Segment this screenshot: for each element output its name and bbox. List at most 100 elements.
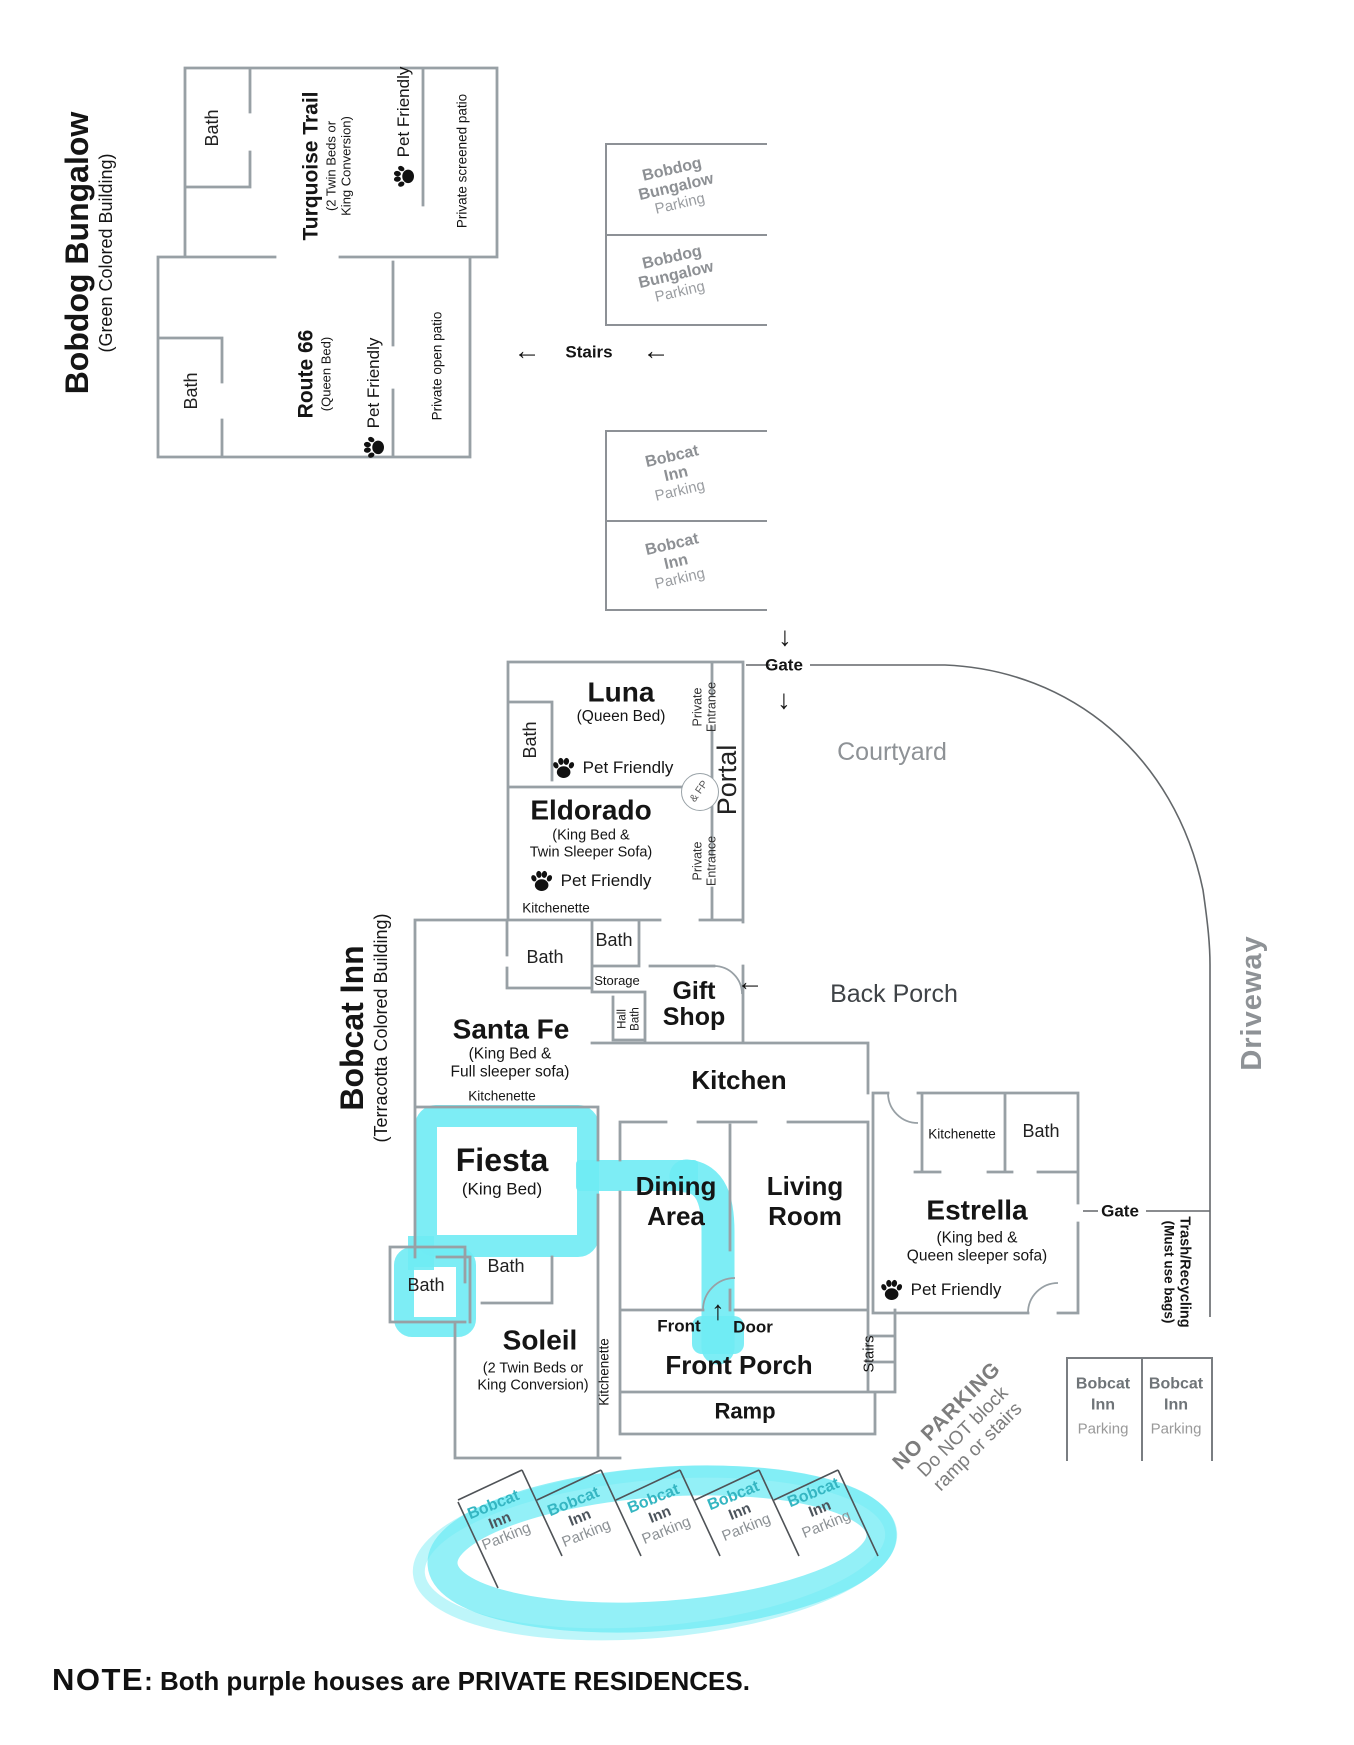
room-santa-fe-sub-text: (King Bed & <box>468 1045 552 1063</box>
route66-pet-friendly: Pet Friendly <box>363 338 385 461</box>
back-porch-label-text: Back Porch <box>830 980 958 1008</box>
room-turquoise-trail-text: King Conversion) <box>338 116 354 216</box>
luna-bath-text: Bath <box>519 721 540 759</box>
hall-bath-text: Bath <box>629 1007 641 1031</box>
note-text: : Both purple houses are PRIVATE RESIDEN… <box>144 1666 750 1696</box>
room-santa-fe-sub-text: Full sleeper sofa) <box>450 1064 570 1081</box>
storage-label: Storage <box>594 973 640 989</box>
note-prefix: NOTE <box>52 1662 145 1697</box>
courtyard-label-text: Courtyard <box>837 738 947 766</box>
room-soleil-title: Soleil <box>503 1324 578 1355</box>
stairs-arrow-left: ← <box>513 335 541 366</box>
estrella-kitchenette: Kitchenette <box>928 1126 996 1141</box>
gift-shop-label-text: Gift <box>672 977 716 1005</box>
luna-pet-friendly: Pet Friendly <box>551 757 673 779</box>
estrella-pet-friendly: Pet Friendly <box>879 1279 1001 1301</box>
room-santa-fe-sub: (King Bed &Full sleeper sofa) <box>451 1046 570 1083</box>
front-door-arrow: ↑ <box>711 1297 725 1325</box>
eldorado-kitchenette-text: Kitchenette <box>522 900 590 916</box>
parking-bobcat-br-2-label-text: Parking <box>1150 1419 1202 1437</box>
trash-recycling: Trash/Recycling(Must use bags) <box>1161 1216 1192 1327</box>
room-luna-sub: (Queen Bed) <box>577 708 666 726</box>
room-luna-title: Luna <box>588 676 655 707</box>
turquoise-patio-text: Private screened patio <box>454 93 470 229</box>
room-turquoise-trail-text: (2 Twin Beds or <box>323 120 339 212</box>
bobcat-inn-title: Bobcat Inn(Terracotta Colored Building) <box>334 913 391 1143</box>
private-entrance-luna-text: Entrance <box>705 681 719 733</box>
room-soleil-title-text: Soleil <box>502 1324 578 1356</box>
parking-box-bobcat-br-2 <box>1141 1357 1213 1461</box>
front-door-label-right: Door <box>733 1317 773 1336</box>
santa-fe-bath-text: Bath <box>526 946 564 967</box>
room-fiesta-title-text: Fiesta <box>455 1142 549 1179</box>
room-fiesta-title: Fiesta <box>455 1142 549 1179</box>
bobcat-inn-title-text: (Terracotta Colored Building) <box>370 913 391 1143</box>
room-estrella-sub-text: (King bed & <box>936 1229 1018 1247</box>
parking-box-bobdog-2 <box>605 234 767 326</box>
storage-label-text: Storage <box>594 973 640 989</box>
portal-label-text: Portal <box>711 744 742 816</box>
stairs-arrow-left-text: ← <box>513 335 541 366</box>
soleil-kitchenette: Kitchenette <box>596 1338 611 1406</box>
room-turquoise-trail-text: Turquoise Trail <box>299 91 323 241</box>
route66-patio: Private open patio <box>429 312 444 421</box>
turquoise-pet-friendly: Pet Friendly <box>393 67 415 190</box>
room-santa-fe-title: Santa Fe <box>453 1013 570 1044</box>
room-fiesta-sub: (King Bed) <box>462 1179 542 1198</box>
gift-shop-label-text: Shop <box>662 1003 726 1031</box>
room-route-66: Route 66(Queen Bed) <box>294 330 333 419</box>
gate-top-label-text: Gate <box>765 655 803 675</box>
room-luna-sub-text: (Queen Bed) <box>576 707 666 725</box>
paw-icon <box>553 757 575 778</box>
parking-box-bobcat-top-2 <box>605 520 767 611</box>
dining-area-label-text: Dining <box>635 1171 717 1202</box>
kitchen-label: Kitchen <box>691 1065 786 1096</box>
gate-right-label: Gate <box>1101 1201 1139 1220</box>
paw-icon <box>393 165 414 187</box>
estrella-bath: Bath <box>1022 1121 1059 1141</box>
fiesta-bath-mid-text: Bath <box>487 1255 525 1276</box>
parking-bobcat-br-2-label-text: Inn <box>1163 1396 1188 1414</box>
stairs-top-label: Stairs <box>565 342 612 361</box>
room-eldorado-sub-text: (King Bed & <box>552 827 630 844</box>
stairs-side-label: Stairs <box>861 1335 878 1372</box>
room-fiesta-sub-text: (King Bed) <box>461 1179 543 1199</box>
fp-circle: & FP <box>681 773 719 811</box>
parking-bobcat-br-2-label-text: Bobcat <box>1148 1375 1204 1393</box>
soleil-kitchenette-text: Kitchenette <box>596 1338 612 1406</box>
turquoise-bath: Bath <box>202 109 222 146</box>
parking-box-bobdog-1 <box>605 143 767 236</box>
room-estrella-sub: (King bed &Queen sleeper sofa) <box>907 1230 1047 1267</box>
bobdog-title-text: (Green Colored Building) <box>95 153 116 353</box>
parking-box-bobcat-top-1 <box>605 430 767 522</box>
gate-top-arrow-below: ↓ <box>777 686 791 714</box>
back-porch-label: Back Porch <box>830 980 958 1008</box>
room-estrella-title-text: Estrella <box>926 1194 1028 1226</box>
room-eldorado-sub-text: Twin Sleeper Sofa) <box>529 845 653 861</box>
gate-top-arrow-above-text: ↓ <box>778 621 792 652</box>
ramp-label-text: Ramp <box>714 1398 776 1424</box>
estrella-bath-text: Bath <box>1022 1120 1060 1141</box>
santa-fe-kitchenette: Kitchenette <box>468 1088 536 1103</box>
front-door-label-right-text: Door <box>733 1317 773 1337</box>
room-route-66-text: (Queen Bed) <box>317 336 333 412</box>
stairs-arrow-right-text: ← <box>642 335 670 366</box>
room-eldorado-title-text: Eldorado <box>530 794 652 826</box>
parking-bobcat-br-1-label-text: Inn <box>1090 1396 1115 1414</box>
turquoise-patio: Private screened patio <box>454 94 469 228</box>
room-luna-title-text: Luna <box>587 676 655 708</box>
route66-bath: Bath <box>181 372 201 409</box>
bobcat-inn-title-text: Bobcat Inn <box>334 945 371 1111</box>
